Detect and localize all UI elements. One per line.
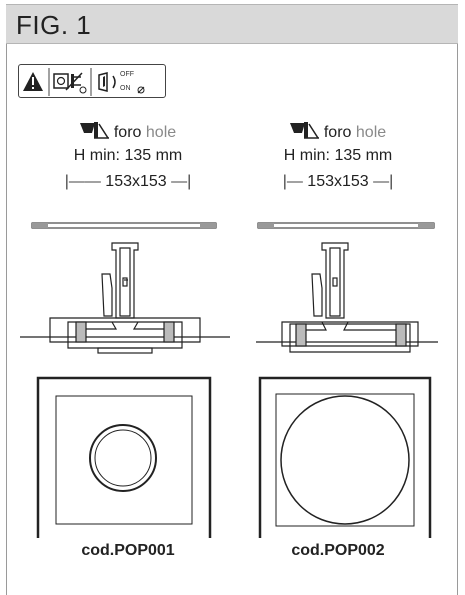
min-height-label: H min: 135 mm <box>283 147 393 164</box>
fixture-side-view <box>256 242 438 353</box>
dim-arrow-right: —| <box>166 173 192 190</box>
column-pop001: foro hole H min: 135 mm |—— 153x153 —| <box>28 122 228 194</box>
switch-icon <box>98 72 145 94</box>
dim-arrow-left: |—— <box>64 173 106 190</box>
cutout-dimension: |—— 153x153 —| <box>28 170 228 194</box>
dimension-value: 153x153 <box>307 173 369 190</box>
hole-label-it: foro <box>323 124 352 141</box>
hole-label: foro hole <box>238 122 438 144</box>
fixture-front-view <box>258 376 432 538</box>
pop001-drawing <box>20 222 230 538</box>
min-height-label: H min: 135 mm <box>73 147 183 164</box>
product-code-pop001: cod.POP001 <box>81 542 175 559</box>
ceiling-panel-section <box>257 222 435 229</box>
fixture-side-view <box>20 242 230 354</box>
column-pop002: foro hole H min: 135 mm |— 153x153 —| <box>238 122 438 194</box>
page-frame <box>6 4 458 595</box>
ceiling-panel-section <box>31 222 217 229</box>
hole-label-en: hole <box>355 124 387 141</box>
power-plug-icon <box>53 72 87 94</box>
hole-label-it: foro <box>113 124 142 141</box>
off-label: OFF <box>120 71 134 78</box>
hole-cut-icon <box>289 122 320 147</box>
pop002-drawing <box>256 222 438 538</box>
warning-triangle-icon <box>23 72 43 91</box>
dim-arrow-right: —| <box>368 173 394 190</box>
dim-arrow-left: |— <box>282 173 308 190</box>
on-label: ON <box>120 85 131 92</box>
figure-header: FIG. 1 <box>6 4 458 44</box>
product-code-pop002: cod.POP002 <box>291 542 385 559</box>
hole-cut-icon <box>79 122 110 147</box>
dimension-value: 153x153 <box>105 173 167 190</box>
hole-label-en: hole <box>145 124 177 141</box>
hole-label: foro hole <box>28 122 228 144</box>
figure-title: FIG. 1 <box>16 10 92 40</box>
fixture-front-view <box>36 376 212 538</box>
warning-strip: OFF ON <box>18 64 166 98</box>
cutout-dimension: |— 153x153 —| <box>238 170 438 194</box>
